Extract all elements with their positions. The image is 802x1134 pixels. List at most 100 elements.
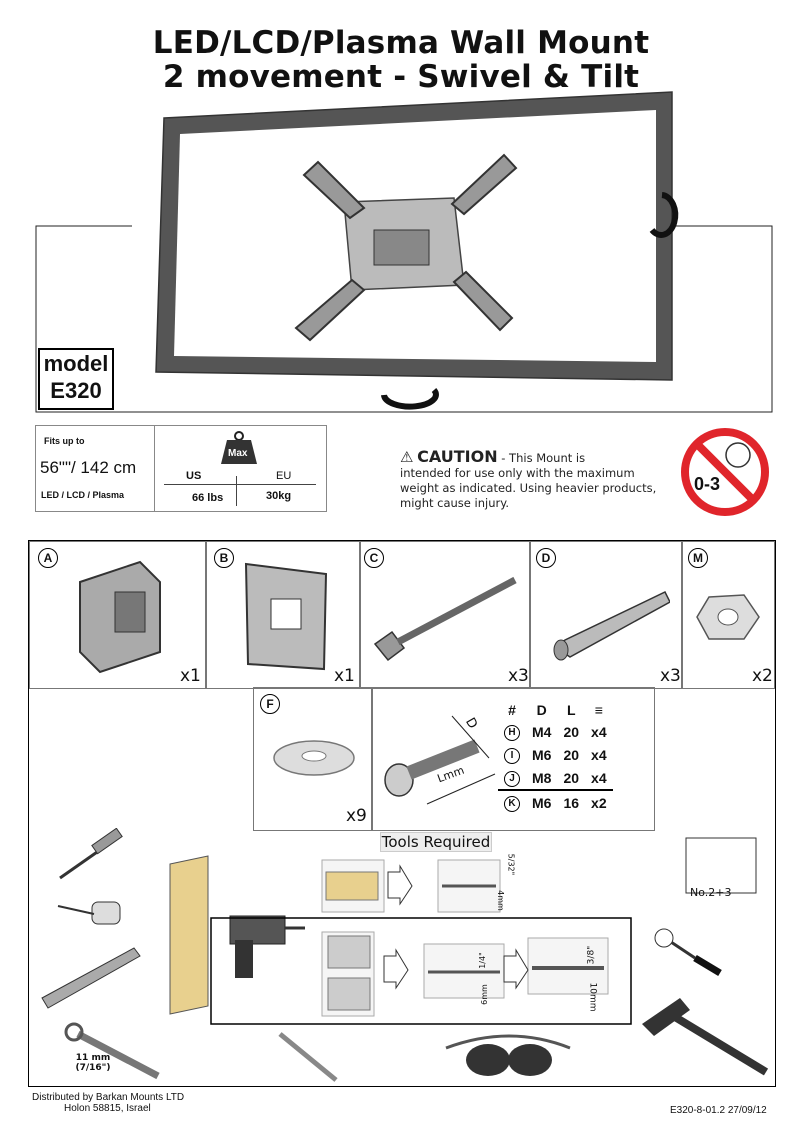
part-badge-d: D bbox=[536, 548, 556, 568]
units-rule bbox=[164, 484, 316, 485]
bolt-col-qty: ≡ bbox=[594, 702, 603, 718]
part-cell-f: F x9 bbox=[253, 687, 373, 831]
specs-divider bbox=[154, 426, 155, 511]
bolt-qty: x2 bbox=[591, 794, 607, 811]
table-row: H M4 20 x4 bbox=[498, 720, 613, 743]
safety-glasses-icon bbox=[445, 1034, 571, 1076]
wrench-size-label: 11 mm (7/16") bbox=[75, 1053, 111, 1073]
footer-distributor: Distributed by Barkan Mounts LTD Holon 5… bbox=[32, 1092, 184, 1114]
bolt-col-id: # bbox=[508, 702, 516, 718]
bolt-cell: D Lmm # D L ≡ H M4 20 x4 I M6 20 x4 J bbox=[371, 687, 655, 831]
part-badge-a: A bbox=[38, 548, 58, 568]
part-cell-b: B x1 bbox=[205, 541, 361, 689]
arrow-right-icon bbox=[383, 948, 409, 990]
bolt-id-badge: J bbox=[504, 771, 520, 787]
tape-measure-icon bbox=[57, 901, 121, 925]
part-badge-c: C bbox=[364, 548, 384, 568]
brick-bit-size-top: 1/4" bbox=[477, 952, 487, 969]
bolt-length: 20 bbox=[563, 769, 580, 786]
screen-size: 56""/ 142 cm bbox=[40, 458, 137, 477]
bolt-table-header: # D L ≡ bbox=[498, 700, 613, 720]
drill-guide-frame bbox=[210, 917, 632, 1025]
washer-f-image bbox=[273, 740, 355, 776]
concrete-bit-size-side: 10mm bbox=[587, 982, 598, 1012]
awl-icon bbox=[59, 828, 123, 880]
part-cell-a: A x1 bbox=[29, 541, 207, 689]
footer-line-1: Distributed by Barkan Mounts LTD bbox=[32, 1092, 185, 1103]
plate-b-image bbox=[244, 562, 328, 671]
part-qty-a: x1 bbox=[180, 666, 201, 686]
caution-notice: ⚠ CAUTION - This Mount is intended for u… bbox=[400, 449, 660, 511]
part-badge-b: B bbox=[214, 548, 234, 568]
wood-block-icon bbox=[325, 871, 379, 901]
eu-label: EU bbox=[276, 470, 292, 482]
level-icon bbox=[41, 947, 141, 1009]
weight-max-label: Max bbox=[228, 448, 248, 459]
bracket-a-image bbox=[79, 560, 161, 674]
eu-value: 30kg bbox=[266, 490, 292, 502]
bolt-diameter: M8 bbox=[532, 769, 552, 786]
tools-illustration bbox=[41, 828, 769, 1082]
specs-box: Fits up to 56""/ 142 cm LED / LCD / Plas… bbox=[35, 425, 327, 512]
bolt-col-l: L bbox=[566, 702, 576, 718]
arrow-right-icon bbox=[503, 948, 529, 990]
part-qty-m: x2 bbox=[752, 666, 773, 686]
part-cell-c: C x3 bbox=[359, 541, 531, 689]
brick-bit-size-side: 6mm bbox=[479, 984, 489, 1005]
footer-document-code: E320-8-01.2 27/09/12 bbox=[670, 1105, 767, 1116]
title-line-2: 2 movement - Swivel & Tilt bbox=[162, 59, 640, 95]
wood-stud-icon bbox=[169, 855, 209, 1015]
anchor-d-image bbox=[553, 591, 670, 661]
part-badge-f: F bbox=[260, 694, 280, 714]
screwdriver-icon bbox=[654, 837, 757, 977]
fits-label: Fits up to bbox=[44, 436, 85, 446]
wrench-icon bbox=[64, 1022, 160, 1080]
caution-heading: CAUTION bbox=[417, 447, 498, 466]
bolt-id-badge: K bbox=[504, 796, 520, 812]
table-row: K M6 16 x2 bbox=[498, 790, 613, 814]
bolt-id-badge: H bbox=[504, 725, 520, 741]
pencil-icon bbox=[278, 1032, 338, 1082]
bolt-qty: x4 bbox=[591, 769, 607, 786]
page-title: LED/LCD/Plasma Wall Mount 2 movement - S… bbox=[0, 26, 802, 94]
bolt-length: 16 bbox=[563, 794, 580, 811]
model-code: E320 bbox=[50, 378, 102, 403]
caution-text: intended for use only with the maximum w… bbox=[400, 466, 657, 510]
bolt-image bbox=[384, 715, 496, 805]
screwdriver-size-label: No.2+3 bbox=[690, 886, 732, 899]
parts-panel: A x1 B x1 C x3 D x3 M bbox=[28, 540, 776, 1087]
part-cell-d: D x3 bbox=[529, 541, 683, 689]
bolt-length: 20 bbox=[563, 746, 580, 763]
part-qty-f: x9 bbox=[346, 806, 367, 826]
units-divider bbox=[236, 476, 237, 506]
drill-icon bbox=[229, 915, 305, 978]
tools-heading: Tools Required bbox=[380, 832, 492, 852]
tv-mount-illustration bbox=[35, 91, 773, 413]
model-box: model E320 bbox=[38, 348, 114, 410]
table-row: J M8 20 x4 bbox=[498, 766, 613, 790]
part-qty-b: x1 bbox=[334, 666, 355, 686]
weight-icon bbox=[221, 431, 257, 464]
hammer-icon bbox=[642, 998, 769, 1076]
arrow-right-icon bbox=[387, 864, 413, 906]
part-cell-m: M x2 bbox=[681, 541, 775, 689]
age-warning-label: 0-3 bbox=[694, 474, 721, 494]
model-label: model bbox=[43, 351, 109, 376]
part-qty-c: x3 bbox=[508, 666, 529, 686]
wood-bit-size-top: 5/32" bbox=[506, 853, 516, 876]
bolt-id-badge: I bbox=[504, 748, 520, 764]
caution-lead: - This Mount is bbox=[497, 451, 586, 465]
us-label: US bbox=[186, 470, 202, 482]
concrete-block-icon bbox=[327, 977, 371, 1011]
bolt-qty: x4 bbox=[591, 746, 607, 763]
concrete-bit-size-top: 3/8" bbox=[586, 945, 597, 965]
wood-bit-size-side: 4mm bbox=[495, 890, 505, 911]
warning-triangle-icon: ⚠ bbox=[400, 448, 414, 466]
part-badge-m: M bbox=[688, 548, 708, 568]
bolt-length: 20 bbox=[563, 723, 580, 740]
bolt-col-d: D bbox=[536, 702, 547, 718]
bolt-diameter: M4 bbox=[532, 723, 552, 740]
part-qty-d: x3 bbox=[660, 666, 681, 686]
brick-block-icon bbox=[327, 935, 371, 969]
us-value: 66 lbs bbox=[192, 492, 224, 504]
